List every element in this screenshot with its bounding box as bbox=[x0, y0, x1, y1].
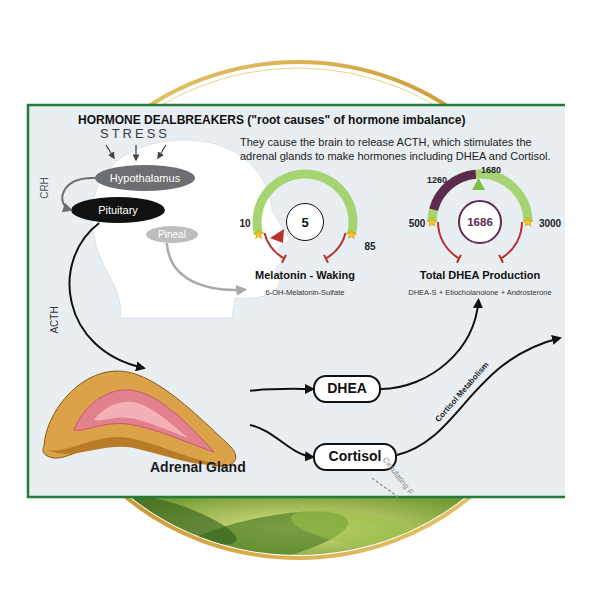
panel-border bbox=[28, 105, 565, 497]
node-label: Pituitary bbox=[98, 205, 138, 216]
ellipse-shape bbox=[146, 226, 198, 243]
gauge-high-arc bbox=[501, 222, 522, 258]
diagram-title: HORMONE DEALBREAKERS ("root causes" of h… bbox=[78, 113, 465, 127]
gauge-tick bbox=[499, 255, 503, 263]
connector-arrow bbox=[62, 178, 95, 210]
connector-label: CRH bbox=[39, 177, 50, 199]
gauge-tick bbox=[457, 255, 461, 263]
node-label: Hypothalamus bbox=[110, 173, 180, 184]
connector-arrow bbox=[250, 389, 313, 391]
arrow-label: Cortisol Metabolism bbox=[434, 360, 491, 424]
stress-arrow bbox=[158, 145, 166, 158]
leaf-photo bbox=[0, 486, 596, 596]
gland-medulla bbox=[74, 390, 214, 452]
gauge-subtitle: DHEA-S + Etiocholanolone + Androsterone bbox=[408, 288, 551, 297]
gauge-tick bbox=[282, 255, 286, 263]
connector-arrow bbox=[381, 300, 479, 389]
gauge-value: 5 bbox=[301, 215, 308, 230]
gauge-title: Total DHEA Production bbox=[420, 269, 540, 281]
leaf-background bbox=[0, 490, 596, 596]
gauge-subtitle: 6-OH-Melatonin-Sulfate bbox=[266, 288, 345, 297]
description-text: They cause the brain to release ACTH, wh… bbox=[240, 135, 565, 163]
scale-number: 85 bbox=[364, 241, 375, 252]
range-star bbox=[523, 217, 533, 226]
gauge-tick bbox=[324, 255, 328, 263]
panel-background bbox=[28, 105, 565, 497]
adrenal-gland: Adrenal Gland bbox=[38, 368, 250, 482]
brain-region: Pituitary bbox=[71, 197, 165, 223]
stress-label: STRESS bbox=[100, 126, 170, 141]
gland-label: Adrenal Gland bbox=[150, 459, 246, 475]
gauge-high-arc bbox=[326, 233, 346, 259]
node-label: Pineal bbox=[158, 230, 186, 240]
metabolism-arrow bbox=[397, 338, 560, 455]
range-star bbox=[347, 229, 357, 238]
brain-region: Pineal bbox=[146, 226, 198, 243]
scale-number: 500 bbox=[409, 218, 426, 229]
scale-number: 10 bbox=[239, 218, 250, 229]
range-star bbox=[427, 217, 437, 226]
dashed-line bbox=[372, 478, 398, 497]
ellipse-shape bbox=[71, 197, 165, 223]
stress-arrow bbox=[106, 145, 114, 158]
gauge-dial: 5Melatonin - Waking 6-OH-Melatonin-Sulfat… bbox=[245, 170, 365, 300]
arrow-label: Circulating F bbox=[381, 456, 416, 497]
gland-highlight bbox=[94, 402, 188, 438]
box-label: Cortisol bbox=[329, 449, 382, 464]
gauge-value: 1686 bbox=[467, 216, 493, 228]
gauge-center: 1686 bbox=[458, 200, 502, 244]
gauge-center: 5 bbox=[286, 203, 324, 241]
box-label: DHEA bbox=[327, 381, 367, 396]
gland-outer bbox=[43, 371, 236, 466]
connector-arrow bbox=[167, 243, 245, 290]
connector-arrow bbox=[70, 223, 144, 368]
ellipse-shape bbox=[95, 165, 195, 191]
connector-label: ACTH bbox=[49, 306, 60, 333]
melatonin-gauge-arcs bbox=[254, 174, 356, 263]
gauge-pointer bbox=[270, 229, 284, 243]
scale-number: 1260 bbox=[427, 175, 447, 185]
gauge-dial: 1686Total DHEA ProductionDHEA-S + Etioch… bbox=[403, 170, 557, 300]
gauge-title: Melatonin - Waking bbox=[255, 269, 355, 281]
hormone-box: DHEA bbox=[313, 375, 381, 403]
gauge-pointer bbox=[472, 178, 485, 190]
gauge-low-arc bbox=[438, 222, 459, 258]
connector-arrow bbox=[250, 425, 313, 457]
scale-number: 3000 bbox=[539, 218, 561, 229]
leaf-shape bbox=[288, 502, 431, 558]
stress-arrow bbox=[135, 145, 136, 160]
dhea-gauge-arcs bbox=[427, 174, 533, 263]
range-star bbox=[254, 229, 264, 238]
stress-arrows bbox=[106, 145, 166, 160]
brain-region: Hypothalamus bbox=[95, 165, 195, 191]
scale-number: 1680 bbox=[481, 165, 501, 175]
